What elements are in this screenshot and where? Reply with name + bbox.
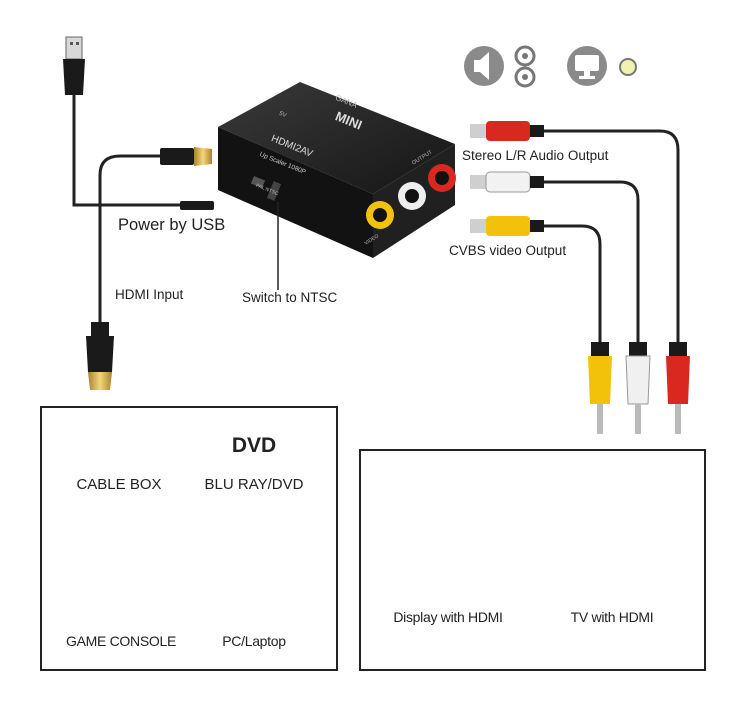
power-label: Power by USB [118,216,226,234]
displays-panel [359,449,706,671]
indicator-light-icon [619,58,637,76]
game-console-caption: GAME CONSOLE [66,633,176,649]
switch-label: Switch to NTSC [242,290,338,305]
video-output-label: CVBS video Output [449,243,567,258]
audio-jacks-icon [514,45,536,88]
pc-caption: PC/Laptop [222,633,286,649]
blu-ray-caption: BLU RAY/DVD [204,476,304,493]
tv-caption: TV with HDMI [570,609,654,625]
usb-cable [63,36,214,210]
monitor-caption: Display with HDMI [393,609,503,625]
sources-panel [40,406,338,671]
converter-box [218,82,456,258]
monitor-icon [567,46,607,86]
dvd-logo-text: DVD [231,434,277,457]
speaker-icon [464,46,504,86]
hdmi-input-label: HDMI Input [115,287,184,302]
hdmi-cable [86,147,212,390]
rca-cables [470,121,690,434]
cable-box-caption: CABLE BOX [76,476,162,493]
audio-output-label: Stereo L/R Audio Output [462,148,609,163]
